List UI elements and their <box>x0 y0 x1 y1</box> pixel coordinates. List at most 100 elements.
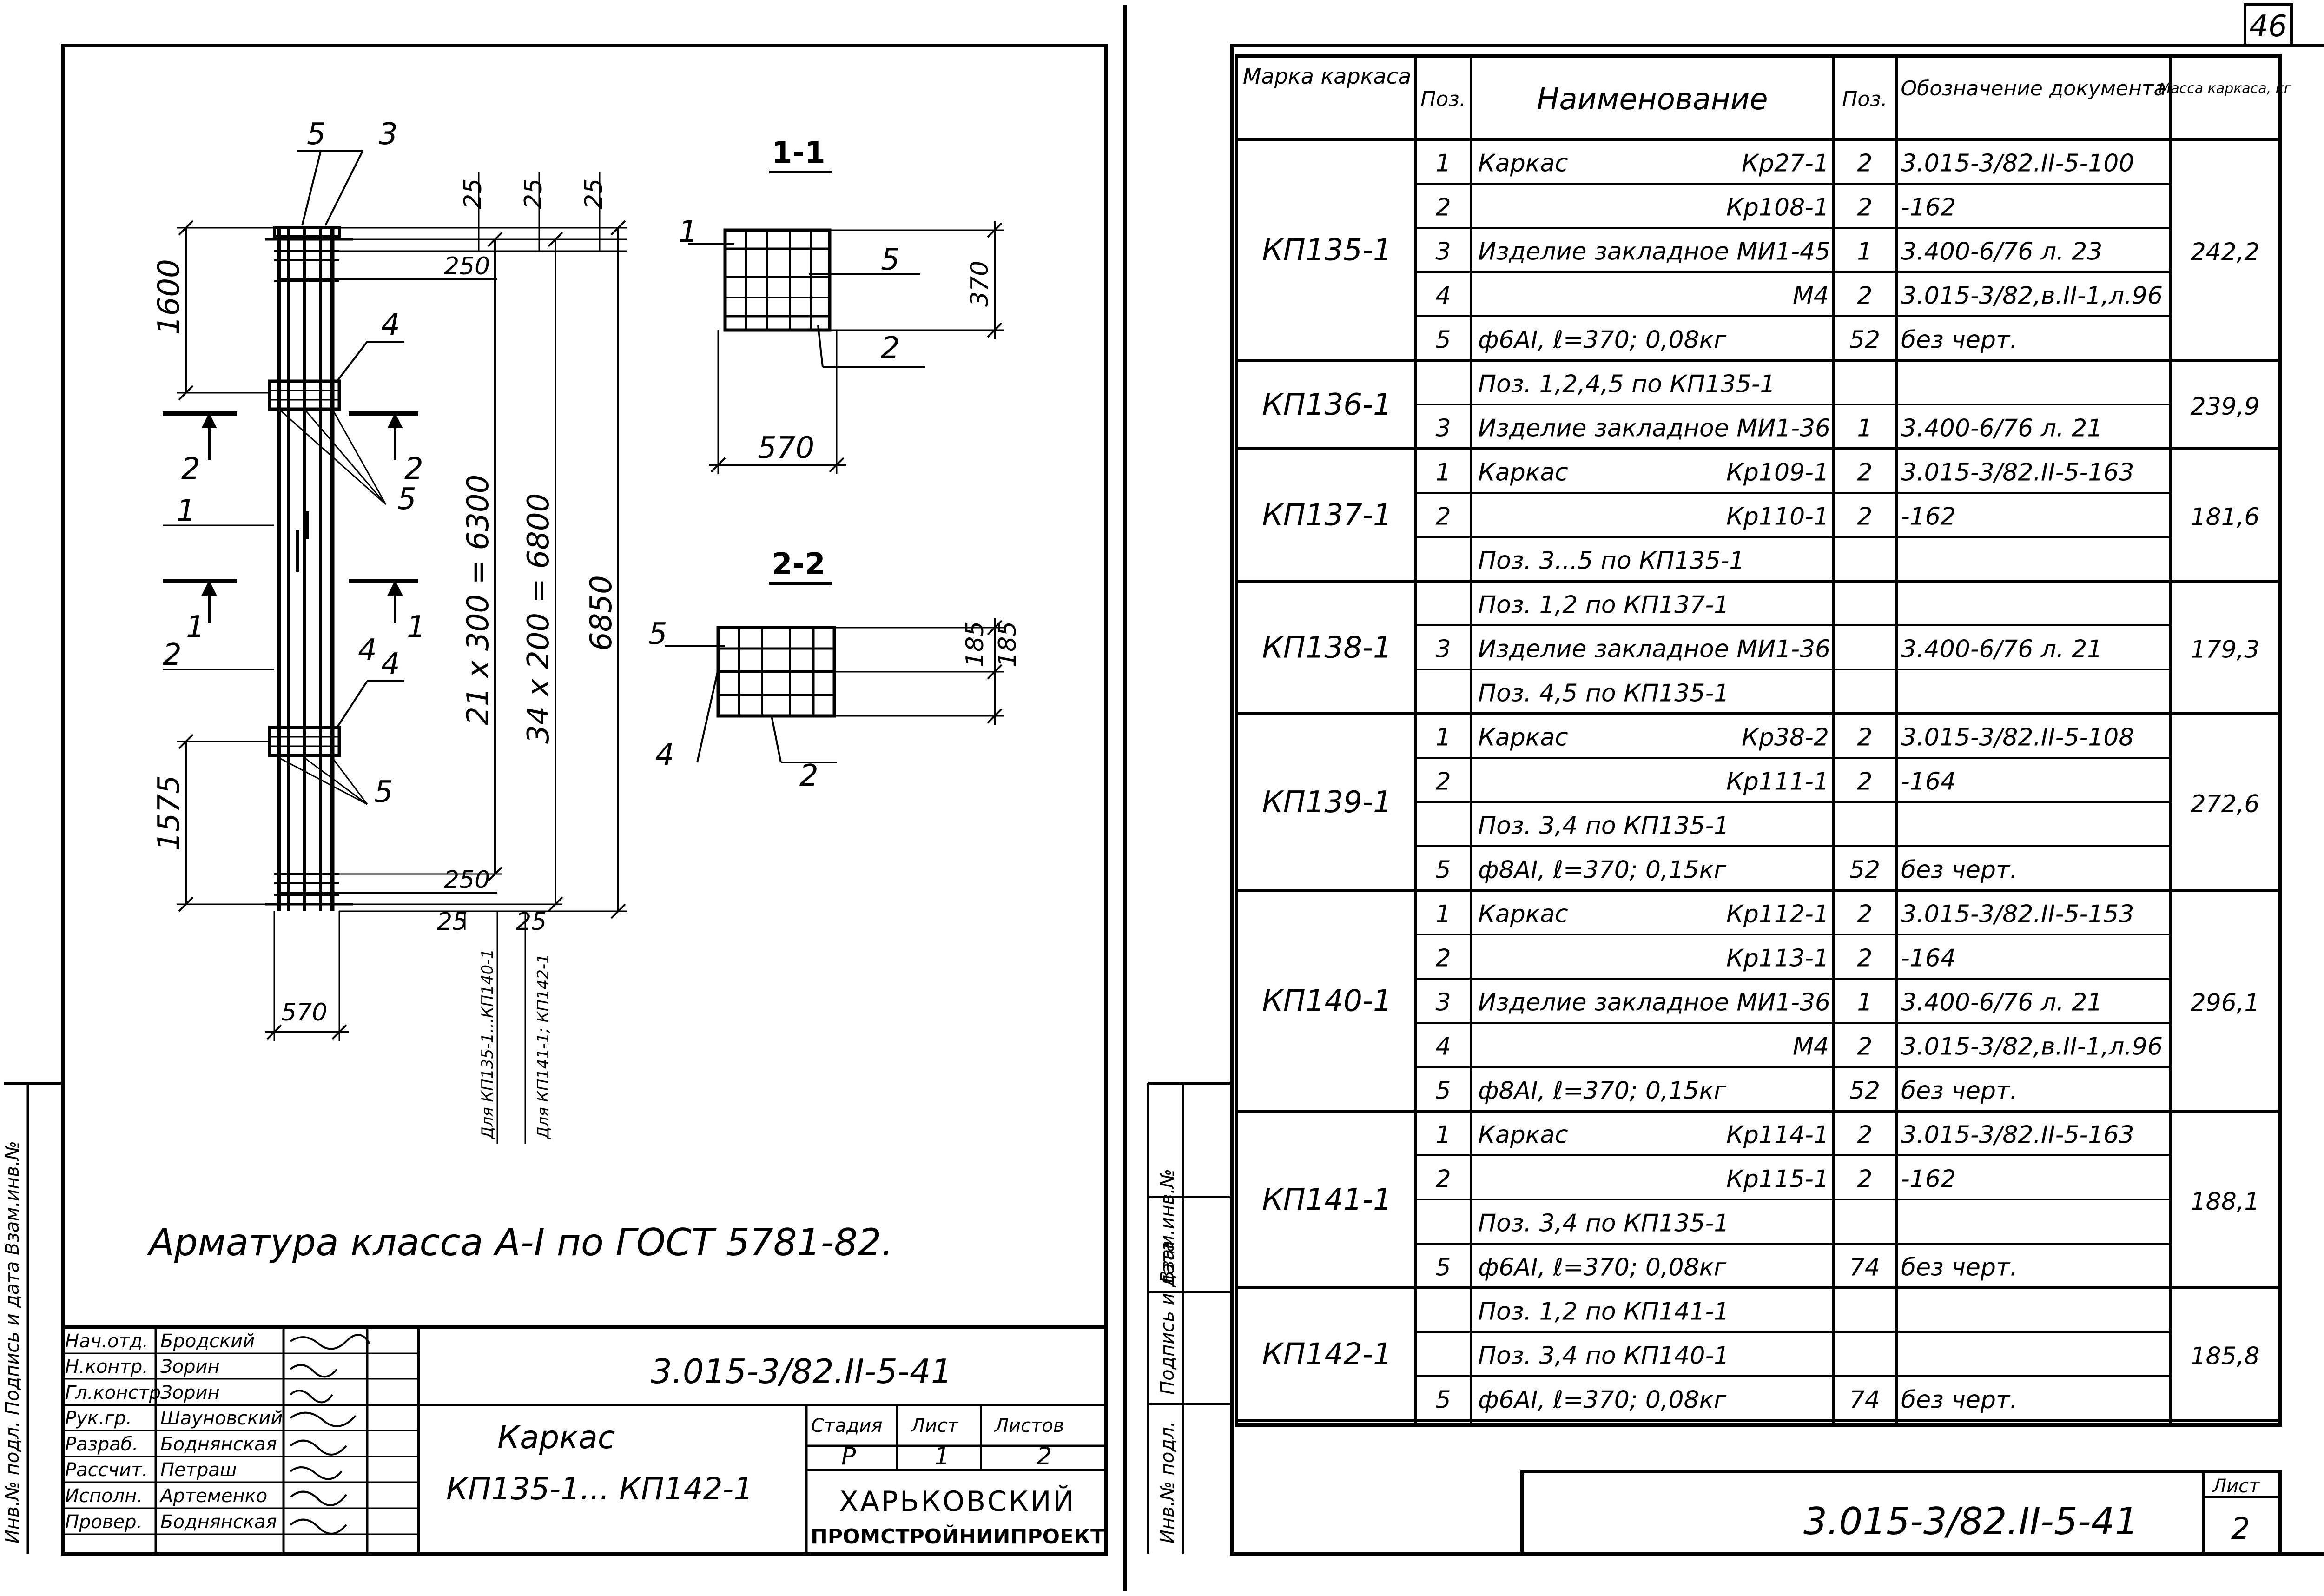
elevation-view <box>163 150 627 1144</box>
spec-cell-doc: 3.015-3/82.II-5-100 <box>1901 149 2134 177</box>
spec-cell-name: Изделие закладное МИ1-45 <box>1478 238 1830 265</box>
spec-cell-pos: 5 <box>1435 856 1451 884</box>
spec-cell-pos: 2 <box>1435 768 1451 795</box>
side-label-replace: Взам.инв.№ <box>1157 1169 1178 1283</box>
staff-name-1: Зорин <box>160 1356 220 1377</box>
dim-1600: 1600 <box>152 259 186 335</box>
spec-group-mass: 181,6 <box>2191 503 2260 531</box>
footer-sheet-label: Лист <box>2212 1476 2260 1497</box>
section-1-1-view <box>688 171 1004 474</box>
sec2-mark-2: 2 <box>799 759 819 793</box>
dim-25-a: 25 <box>459 179 487 209</box>
sec1-dim-570: 570 <box>758 431 814 465</box>
spec-cell-name: Изделие закладное МИ1-36 <box>1478 988 1830 1016</box>
spec-cell-pos: 2 <box>1435 944 1451 972</box>
title-block-doc-code: 3.015-3/82.II-5-41 <box>651 1352 952 1391</box>
spec-cell-pos: 1 <box>1435 1121 1451 1149</box>
title-block-subtitle: КП135-1... КП142-1 <box>446 1471 753 1507</box>
spec-group-mass: 239,9 <box>2191 393 2260 421</box>
spec-cell-qty: 2 <box>1857 723 1872 751</box>
dim-1575: 1575 <box>152 775 186 851</box>
note-kp135-140: Для КП135-1...КП140-1 <box>478 949 497 1140</box>
spec-cell-name: ф8АI, ℓ=370; 0,15кг <box>1478 1077 1727 1105</box>
spec-cell-qty: 2 <box>1857 282 1872 310</box>
header-doc: Обозначение документа <box>1901 77 2166 100</box>
mark-4-upper: 4 <box>381 308 400 342</box>
staff-role-2: Гл.констр. <box>65 1382 167 1404</box>
spec-cell-doc: 3.015-3/82.II-5-163 <box>1901 1121 2134 1149</box>
spec-cell-name-right: Кр113-1 <box>1726 944 1829 972</box>
dim-6800: 34 x 200 = 6800 <box>522 493 556 744</box>
spec-group-mass: 296,1 <box>2191 989 2260 1017</box>
spec-cell-name: Каркас <box>1478 458 1568 486</box>
staff-name-2: Зорин <box>160 1382 220 1404</box>
spec-cell-name: Каркас <box>1478 723 1568 751</box>
spec-cell-name: ф6АI, ℓ=370; 0,08кг <box>1478 326 1727 354</box>
staff-role-4: Разраб. <box>65 1434 138 1455</box>
dim-25-bottom-a: 25 <box>437 908 468 936</box>
spec-cell-doc: -162 <box>1901 1165 1956 1193</box>
staff-name-0: Бродский <box>160 1331 255 1352</box>
spec-group-mark: КП141-1 <box>1262 1183 1392 1217</box>
spec-cell-name: ф8АI, ℓ=370; 0,15кг <box>1478 856 1727 884</box>
spec-group-mass: 188,1 <box>2191 1188 2260 1216</box>
header-pos: Поз. <box>1420 87 1466 111</box>
mark-cut-1-left-label: 1 <box>177 494 196 528</box>
sec1-mark-1: 1 <box>679 215 698 249</box>
spec-cell-pos: 3 <box>1435 238 1451 265</box>
spec-cell-qty: 2 <box>1857 149 1872 177</box>
organization-line-1: ХАРЬКОВСКИЙ <box>839 1484 1076 1518</box>
mark-cut-2-right: 2 <box>404 452 423 486</box>
spec-cell-doc: 3.400-6/76 л. 21 <box>1901 635 2102 663</box>
spec-group-mark: КП137-1 <box>1262 498 1392 533</box>
spec-cell-qty: 2 <box>1857 1121 1872 1149</box>
spec-cell-name: Каркас <box>1478 1121 1568 1149</box>
organization-line-2: ПРОМСТРОЙНИИПРОЕКТ <box>811 1524 1104 1549</box>
mark-5-mid: 5 <box>397 482 416 517</box>
spec-cell-doc: без черт. <box>1901 1253 2018 1281</box>
spec-cell-doc: -162 <box>1901 193 1956 221</box>
spec-cell-name-right: Кр38-2 <box>1742 723 1829 751</box>
header-name: Наименование <box>1537 82 1768 117</box>
spec-group-mark: КП136-1 <box>1262 388 1392 422</box>
spec-cell-pos: 1 <box>1435 900 1451 928</box>
mark-cut-2-left-label: 2 <box>163 638 182 672</box>
spec-cell-pos: 5 <box>1435 1077 1451 1105</box>
header-mass: Масса каркаса, кг <box>2159 80 2291 97</box>
spec-cell-qty: 2 <box>1857 900 1872 928</box>
spec-cell-name: Поз. 1,2 по КП137-1 <box>1478 591 1729 619</box>
spec-cell-qty: 1 <box>1857 238 1872 265</box>
stage-header: Стадия <box>811 1415 882 1437</box>
staff-role-7: Провер. <box>65 1511 142 1533</box>
mark-5-lower: 5 <box>374 775 393 809</box>
spec-cell-pos: 2 <box>1435 503 1451 530</box>
spec-cell-doc: 3.400-6/76 л. 21 <box>1901 414 2102 442</box>
spec-cell-pos: 4 <box>1435 1033 1451 1060</box>
spec-cell-doc: без черт. <box>1901 326 2018 354</box>
side-label-sign: Подпись и дата <box>1157 1241 1178 1395</box>
spec-cell-qty: 2 <box>1857 1033 1872 1060</box>
side-label-inv: Инв.№ подл. <box>1157 1421 1178 1543</box>
spec-cell-qty: 2 <box>1857 944 1872 972</box>
mark-cut-2-left: 2 <box>181 452 200 486</box>
spec-cell-name-right: Кр115-1 <box>1726 1165 1829 1193</box>
spec-cell-qty: 52 <box>1849 1077 1880 1105</box>
spec-cell-pos: 2 <box>1435 1165 1451 1193</box>
stage-value: Р <box>841 1443 856 1470</box>
mark-cut-1-right: 1 <box>407 610 426 644</box>
spec-cell-qty: 2 <box>1857 193 1872 221</box>
spec-cell-name: Поз. 3,4 по КП135-1 <box>1478 812 1729 840</box>
spec-cell-doc: 3.400-6/76 л. 21 <box>1901 988 2102 1016</box>
spec-table-grid <box>1235 54 2282 1556</box>
footer-doc-code: 3.015-3/82.II-5-41 <box>1803 1500 2139 1543</box>
spec-cell-name-right: Кр110-1 <box>1726 503 1829 530</box>
spec-cell-doc: 3.015-3/82.II-5-108 <box>1901 723 2134 751</box>
staff-role-0: Нач.отд. <box>65 1331 148 1352</box>
spec-cell-qty: 74 <box>1849 1386 1880 1414</box>
sec2-dim-185-b: 185 <box>994 621 1022 667</box>
spec-cell-name-right: Кр114-1 <box>1726 1121 1829 1149</box>
dim-250-bottom: 250 <box>444 866 490 894</box>
spec-group-mark: КП135-1 <box>1262 233 1392 268</box>
spec-cell-name-right: Кр108-1 <box>1726 193 1829 221</box>
